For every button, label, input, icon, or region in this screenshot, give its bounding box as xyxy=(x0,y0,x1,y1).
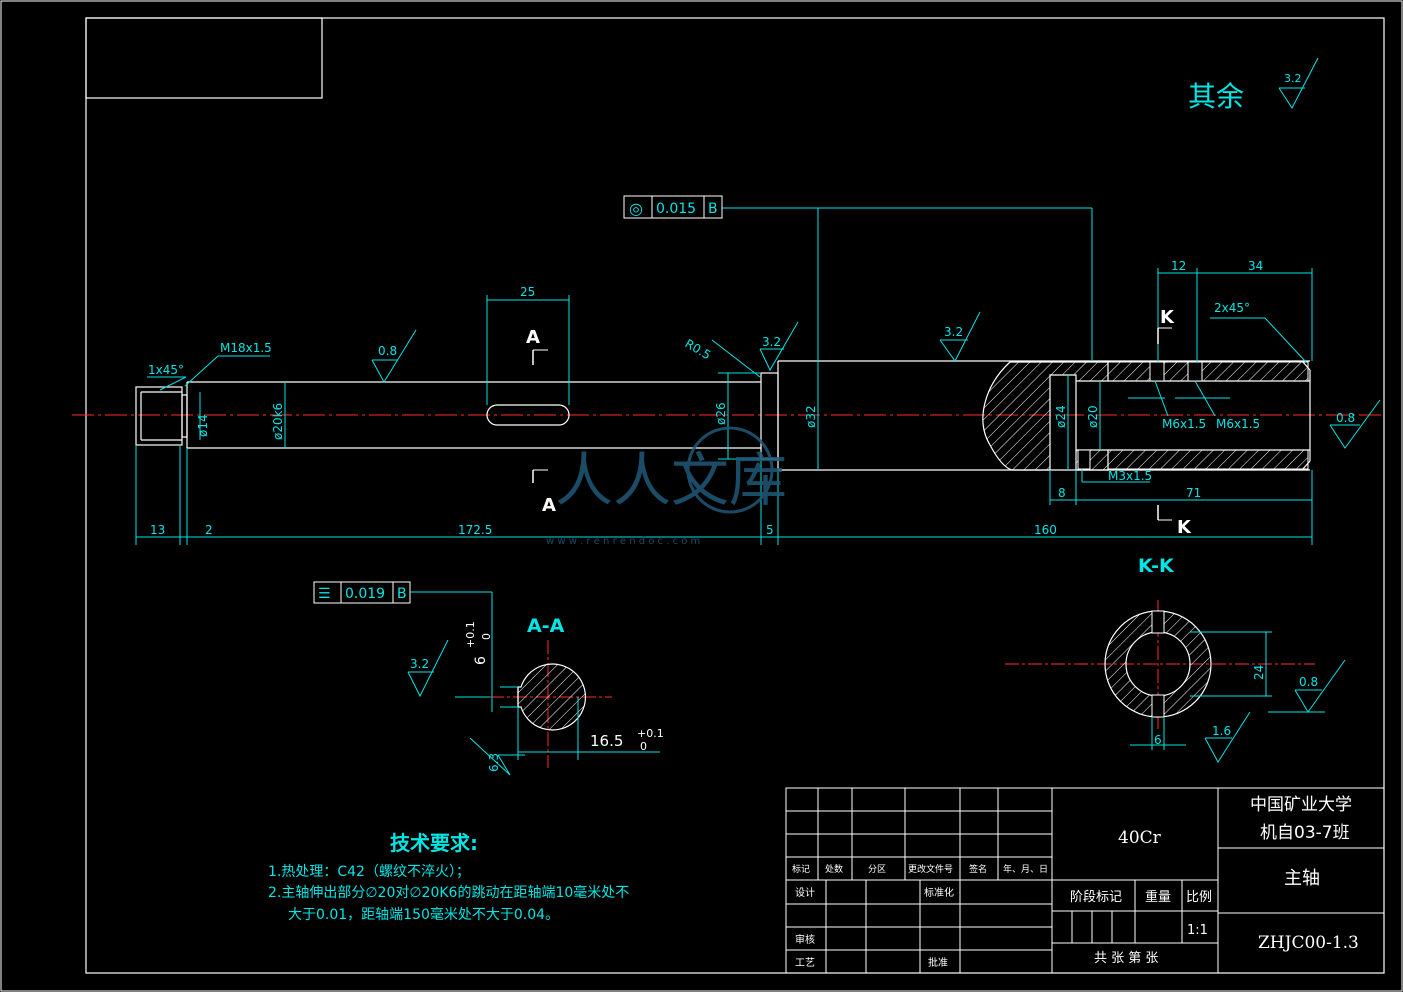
tolerance-1-value: 0.015 xyxy=(656,201,696,217)
dim-key-depth-low: 0 xyxy=(640,740,647,753)
dim-key-width-up: +0.1 xyxy=(464,621,477,648)
dim-thread-m3: M3x1.5 xyxy=(1108,469,1152,483)
section-k-k: K-K 24 6 xyxy=(1005,555,1325,750)
section-a-a-title: A-A xyxy=(527,615,565,637)
tb-col-4: 签名 xyxy=(969,863,987,875)
roughness-7: 1.6 xyxy=(1212,724,1231,738)
tech-requirements: 技术要求: 1.热处理：C42（螺纹不淬火）； 2.主轴伸出部分∅20对∅20K… xyxy=(268,831,629,923)
tolerance-2-symbol: ☰ xyxy=(318,586,331,602)
watermark-text: 人人文库 xyxy=(555,446,787,514)
title-block xyxy=(785,787,1385,974)
tb-review: 审核 xyxy=(795,933,815,946)
general-roughness: 其余 3.2 xyxy=(1188,57,1319,113)
tech-line-3: 大于0.01，距轴端150毫米处不大于0.04。 xyxy=(288,906,559,923)
tolerance-2-datum: B xyxy=(397,586,407,602)
tb-design: 设计 xyxy=(795,886,815,899)
dim-radius: R0.5 xyxy=(683,336,714,362)
dim-thread-left: M18x1.5 xyxy=(220,341,272,355)
dimension-lines xyxy=(135,207,1313,545)
tb-sheets: 共 张 第 张 xyxy=(1094,951,1158,966)
tb-ratio: 比例 xyxy=(1186,890,1212,905)
dim-len-8: 8 xyxy=(1058,486,1066,500)
top-left-box xyxy=(85,17,323,99)
roughness-3: 0.8 xyxy=(1336,411,1355,425)
tb-class: 机自03-7班 xyxy=(1260,823,1350,843)
dim-len-172-5: 172.5 xyxy=(458,523,492,537)
roughness-5: 6.3 xyxy=(487,753,501,772)
tolerance-frame-symmetry: ☰ 0.019 B xyxy=(313,581,493,682)
dim-chamfer-right: 2x45° xyxy=(1214,301,1250,315)
dim-len-2: 2 xyxy=(205,523,213,537)
section-a-bottom: A xyxy=(542,495,556,516)
tolerance-1-symbol: ◎ xyxy=(629,199,643,218)
dim-len-34: 34 xyxy=(1248,259,1263,273)
watermark-sub: w w w . r e n r e n d o c . c o m xyxy=(546,536,700,547)
dim-len-12: 12 xyxy=(1171,259,1186,273)
dim-len-71: 71 xyxy=(1186,486,1201,500)
roughness-0: 0.8 xyxy=(378,344,397,358)
tb-process: 工艺 xyxy=(795,957,815,969)
drawing-frame xyxy=(85,17,1385,974)
tb-stage: 阶段标记 xyxy=(1070,890,1122,905)
tb-part-name: 主轴 xyxy=(1284,868,1320,889)
tb-standard: 标准化 xyxy=(924,886,954,899)
dim-len-5: 5 xyxy=(766,523,774,537)
watermark: 人人文库 w w w . r e n r e n d o c . c o m xyxy=(546,426,787,547)
tb-col-3: 更改文件号 xyxy=(908,863,953,875)
dim-key-depth-up: +0.1 xyxy=(637,727,664,740)
dim-thread-m6-b: M6x1.5 xyxy=(1216,417,1260,431)
tolerance-1-datum: B xyxy=(708,201,718,217)
break-section xyxy=(982,361,1309,471)
tolerance-2-value: 0.019 xyxy=(345,586,385,602)
section-k-top: K xyxy=(1160,307,1175,328)
tb-material: 40Cr xyxy=(1118,828,1162,848)
dim-key-width: 6 xyxy=(473,656,489,665)
roughness-6: 0.8 xyxy=(1299,675,1318,689)
dim-kk-24: 24 xyxy=(1252,665,1266,680)
section-a-a: A-A 6 +0.1 0 16.5 +0.1 0 xyxy=(455,615,664,768)
tech-title: 技术要求: xyxy=(390,831,478,855)
dim-dia-32: ø32 xyxy=(804,405,818,428)
section-k-k-title: K-K xyxy=(1138,555,1175,577)
dim-dia-14: ø14 xyxy=(196,414,210,437)
dim-key-depth: 16.5 xyxy=(590,732,623,750)
tb-col-0: 标记 xyxy=(792,863,810,875)
tb-col-5: 年、月、日 xyxy=(1003,863,1048,875)
general-roughness-value: 3.2 xyxy=(1284,72,1302,85)
roughness-1: 3.2 xyxy=(762,335,781,349)
tb-col-1: 处数 xyxy=(825,863,843,875)
dim-dia-20: ø20 xyxy=(1086,405,1100,428)
dim-key-width-low: 0 xyxy=(480,633,493,640)
tb-col-2: 分区 xyxy=(868,864,886,875)
dim-dia-24: ø24 xyxy=(1054,405,1068,428)
dim-keyway-25: 25 xyxy=(520,285,535,299)
dim-kk-6: 6 xyxy=(1154,733,1162,747)
tech-line-2: 2.主轴伸出部分∅20对∅20K6的跳动在距轴端10毫米处不 xyxy=(268,884,629,901)
title-block-text: 中国矿业大学 机自03-7班 40Cr 主轴 ZHJC00-1.3 阶段标记 重… xyxy=(792,795,1359,969)
section-k-bottom: K xyxy=(1177,517,1192,538)
tech-line-1: 1.热处理：C42（螺纹不淬火）； xyxy=(268,864,470,880)
tb-drawing-no: ZHJC00-1.3 xyxy=(1258,933,1359,953)
roughness-4: 3.2 xyxy=(410,657,429,671)
tb-school: 中国矿业大学 xyxy=(1250,795,1352,815)
dim-len-13: 13 xyxy=(150,523,165,537)
dim-len-160: 160 xyxy=(1034,523,1057,537)
tb-scale: 1:1 xyxy=(1187,923,1208,938)
dim-dia-26: ø26 xyxy=(714,402,728,425)
tb-weight: 重量 xyxy=(1145,889,1171,905)
tolerance-frame-runout: ◎ 0.015 B xyxy=(623,195,723,219)
dim-chamfer-left: 1x45° xyxy=(148,363,184,377)
tb-approve: 批准 xyxy=(928,956,948,969)
section-markers: A A K K xyxy=(526,307,1192,538)
dim-dia-20k6: ø20k6 xyxy=(271,403,285,440)
roughness-2: 3.2 xyxy=(944,325,963,339)
section-a-top: A xyxy=(526,327,540,348)
dim-thread-m6-a: M6x1.5 xyxy=(1162,417,1206,431)
general-roughness-label: 其余 xyxy=(1188,80,1244,113)
